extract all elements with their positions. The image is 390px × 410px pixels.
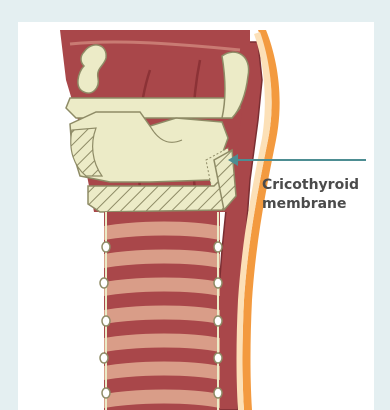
ring-end-right <box>214 278 222 288</box>
ring-end-left <box>100 353 108 363</box>
label-line-2: membrane <box>262 195 359 214</box>
ring-end-right <box>214 388 222 398</box>
ring-end-left <box>100 278 108 288</box>
cricothyroid-membrane-label: Cricothyroid membrane <box>262 176 359 214</box>
ring-end-right <box>214 242 222 252</box>
ring-end-left <box>102 388 110 398</box>
ring-end-right <box>214 353 222 363</box>
ring-end-left <box>102 316 110 326</box>
label-line-1: Cricothyroid <box>262 176 359 195</box>
ring-end-left <box>102 242 110 252</box>
ring-end-right <box>214 316 222 326</box>
